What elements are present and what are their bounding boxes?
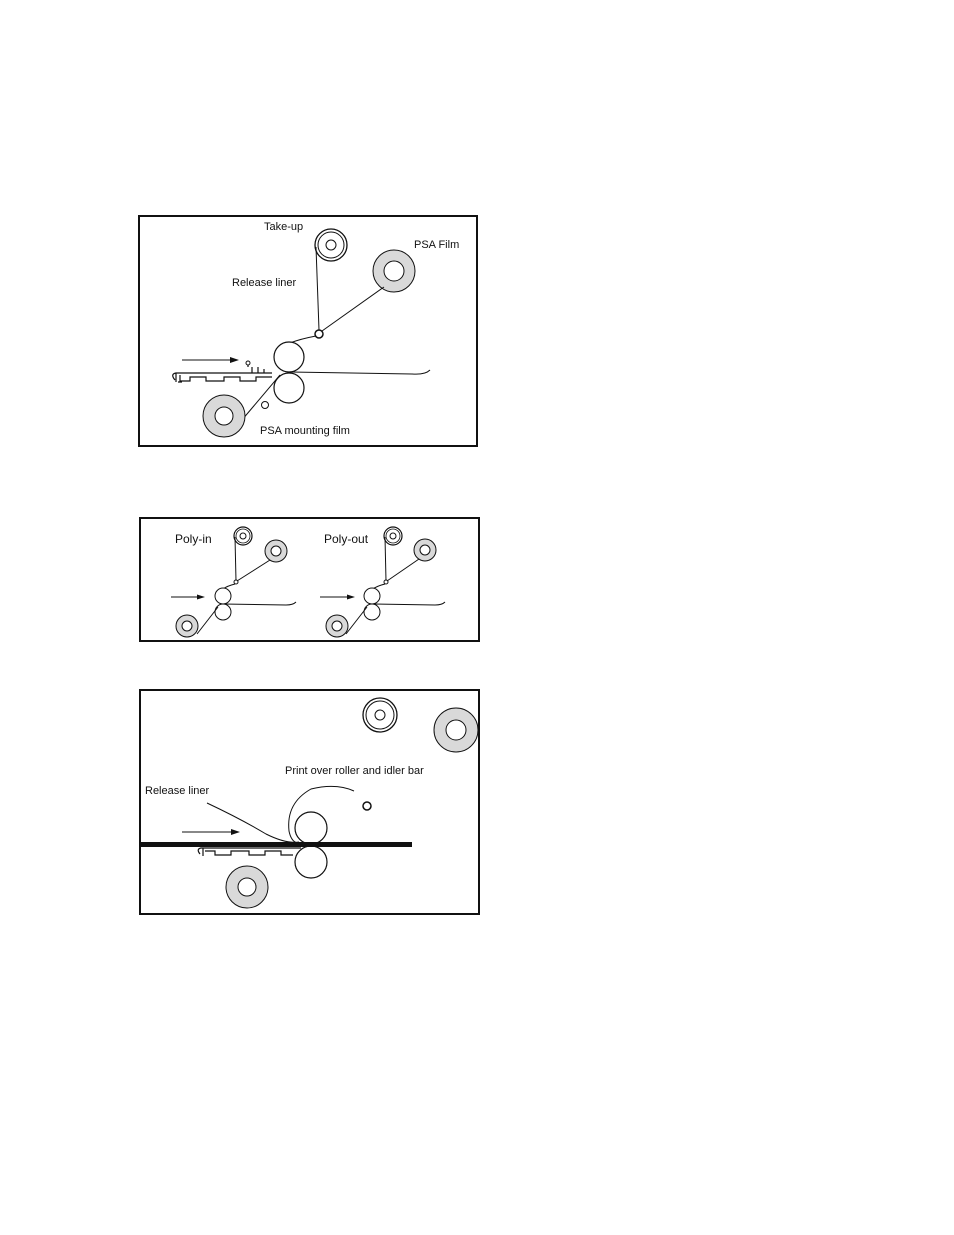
psa-film-roll [433, 707, 479, 753]
lower-nip-roller [273, 372, 305, 404]
upper-nip-roller [273, 341, 305, 373]
label-release-liner: Release liner [232, 277, 297, 289]
label-release-liner: Release liner [145, 785, 210, 797]
psa-mounting-film-roll [202, 394, 246, 438]
feed-direction-arrow [182, 829, 240, 835]
lamination-diagram [172, 228, 431, 438]
release-liner-web [206, 802, 300, 843]
film-over-roller [288, 785, 355, 844]
poly-diagram [171, 526, 446, 638]
label-print-over-roller: Print over roller and idler bar [285, 765, 424, 777]
poly-out-setup [320, 526, 446, 638]
idler-bar [362, 801, 372, 811]
psa-film-roll [372, 249, 416, 293]
feed-direction-arrow [182, 357, 239, 363]
label-psa-film: PSA Film [414, 239, 460, 251]
label-take-up: Take-up [264, 221, 304, 233]
label-psa-mounting-film: PSA mounting film [260, 425, 350, 437]
small-idler [261, 401, 269, 409]
psa-film-web [321, 286, 385, 332]
profile-detail [245, 360, 251, 366]
figure-poly-in-poly-out: Poly-in Poly-out [139, 517, 480, 642]
psa-mounting-film-roll [225, 865, 269, 909]
label-poly-out: Poly-out [324, 532, 369, 546]
release-liner-web [315, 246, 320, 331]
upper-nip-roller [294, 811, 328, 845]
print-over-diagram [141, 697, 479, 909]
take-up-roll [314, 228, 348, 262]
film-to-nip [289, 335, 317, 344]
substrate-bar [141, 842, 412, 847]
idler-roller [314, 329, 324, 339]
figure-psa-film-lamination: Take-up PSA Film Release liner PSA mount… [138, 215, 478, 447]
workpiece-profile [197, 847, 301, 856]
workpiece-profile [172, 365, 272, 383]
take-up-roll [362, 697, 398, 733]
output-web [289, 369, 431, 375]
figure-print-over-roller: Print over roller and idler bar Release … [139, 689, 480, 915]
poly-in-setup [171, 526, 297, 638]
lower-nip-roller [294, 845, 328, 879]
label-poly-in: Poly-in [175, 532, 212, 546]
